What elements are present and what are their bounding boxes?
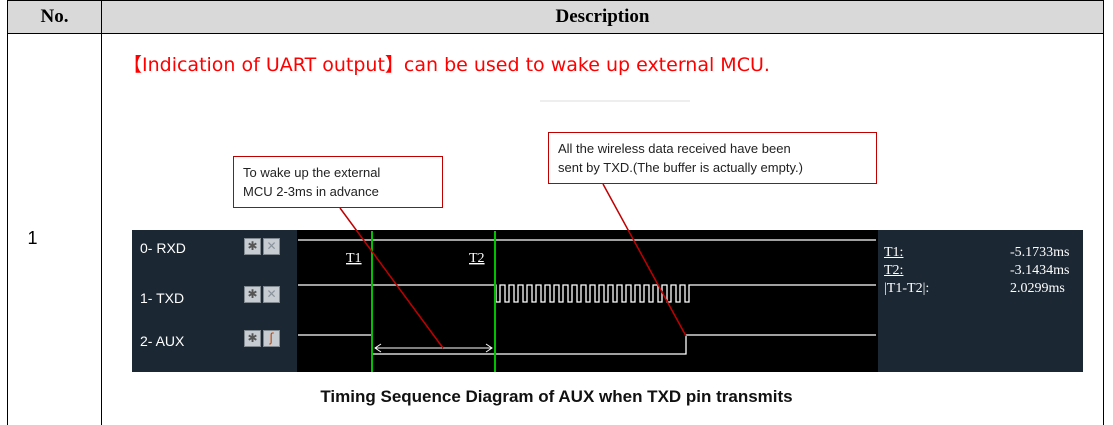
diagram-caption: Timing Sequence Diagram of AUX when TXD …	[320, 387, 793, 406]
callout-wake-mcu: To wake up the external MCU 2-3ms in adv…	[233, 156, 443, 208]
channel-label-aux: 2- AUX	[140, 333, 185, 349]
header-no: No.	[7, 0, 102, 34]
callout-sent-line-2: sent by TXD.(The buffer is actually empt…	[558, 160, 803, 175]
channel-label-rxd: 0- RXD	[140, 240, 186, 256]
faint-divider	[540, 100, 690, 102]
column-divider	[101, 33, 102, 425]
measurement-t1-value: -5.1733ms	[1010, 245, 1070, 260]
row-number: 1	[27, 228, 38, 248]
gear-icon[interactable]: ✱	[244, 330, 261, 347]
measurement-panel: T1: -5.1733ms T2: -3.1434ms |T1-T2|: 2.0…	[878, 230, 1083, 372]
edge-trigger-icon[interactable]: ʃ	[263, 330, 280, 347]
callout-wake-line-2: MCU 2-3ms in advance	[243, 184, 379, 199]
header-no-label: No.	[40, 6, 69, 27]
header-description: Description	[101, 0, 1104, 34]
measurement-t2-label: T2:	[884, 263, 904, 278]
indication-text: 【Indication of UART output】can be used t…	[123, 54, 770, 76]
description-table: No. Description	[7, 0, 1104, 425]
gear-icon[interactable]: ✱	[244, 286, 261, 303]
measurement-t1-label: T1:	[884, 245, 904, 260]
callout-sent-line-1: All the wireless data received have been	[558, 141, 791, 156]
table-right-border	[1103, 33, 1104, 425]
waveform-area	[297, 230, 878, 372]
channel-label-panel: 0- RXD 1- TXD 2- AUX ✱ ✕ ✱ ✕ ✱ ʃ	[132, 230, 297, 372]
measurement-delta-label: |T1-T2|:	[884, 281, 930, 296]
callout-wake-line-1: To wake up the external	[243, 165, 381, 180]
close-icon[interactable]: ✕	[263, 286, 280, 303]
measurement-t2-value: -3.1434ms	[1010, 263, 1070, 278]
header-description-label: Description	[555, 6, 650, 27]
close-icon[interactable]: ✕	[263, 238, 280, 255]
measurement-delta-value: 2.0299ms	[1010, 281, 1065, 296]
callout-data-sent: All the wireless data received have been…	[548, 132, 877, 184]
table-left-border	[7, 33, 8, 425]
gear-icon[interactable]: ✱	[244, 238, 261, 255]
channel-label-txd: 1- TXD	[140, 290, 185, 306]
